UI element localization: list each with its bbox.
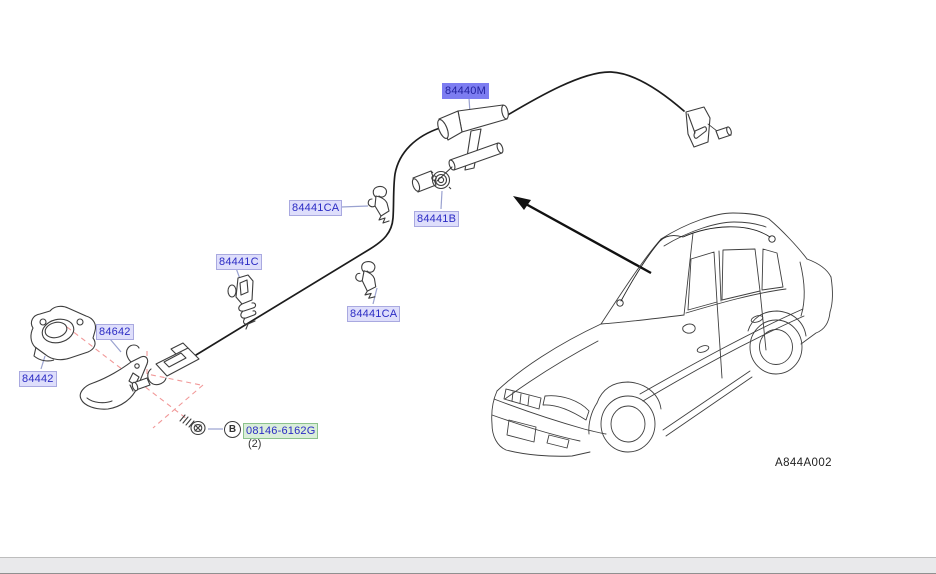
cable-anchor-bracket xyxy=(685,106,732,148)
cable-clip-upper xyxy=(367,185,390,224)
bolt-quantity: (2) xyxy=(248,438,262,450)
location-arrow xyxy=(513,196,652,275)
part-label-84440M[interactable]: 84440M xyxy=(442,83,489,99)
cable-clip-lower xyxy=(353,260,379,300)
part-label-84642[interactable]: 84642 xyxy=(96,324,134,340)
bolt-marker-circle: B xyxy=(224,421,241,438)
car-illustration xyxy=(491,212,833,457)
part-label-84441C[interactable]: 84441C xyxy=(216,254,262,270)
horizontal-scrollbar-track[interactable] xyxy=(0,557,936,574)
part-label-84441CA-lower[interactable]: 84441CA xyxy=(347,306,401,322)
diagram-canvas xyxy=(30,71,833,457)
part-label-bolt[interactable]: 08146-6162G xyxy=(243,423,319,439)
part-label-84441CA-upper[interactable]: 84441CA xyxy=(289,200,343,216)
bolt-part xyxy=(179,414,206,436)
opener-actuator xyxy=(411,104,509,193)
diagram-reference-code: A844A002 xyxy=(775,457,832,469)
grommet-part xyxy=(430,170,452,190)
cable-clamp-part xyxy=(227,274,257,330)
opener-bracket-part xyxy=(30,305,97,362)
part-label-84442[interactable]: 84442 xyxy=(19,371,57,387)
release-cable xyxy=(195,71,685,356)
opener-handle-part xyxy=(79,344,149,410)
cable-end-fitting xyxy=(131,342,200,392)
part-label-84441B[interactable]: 84441B xyxy=(414,211,460,227)
